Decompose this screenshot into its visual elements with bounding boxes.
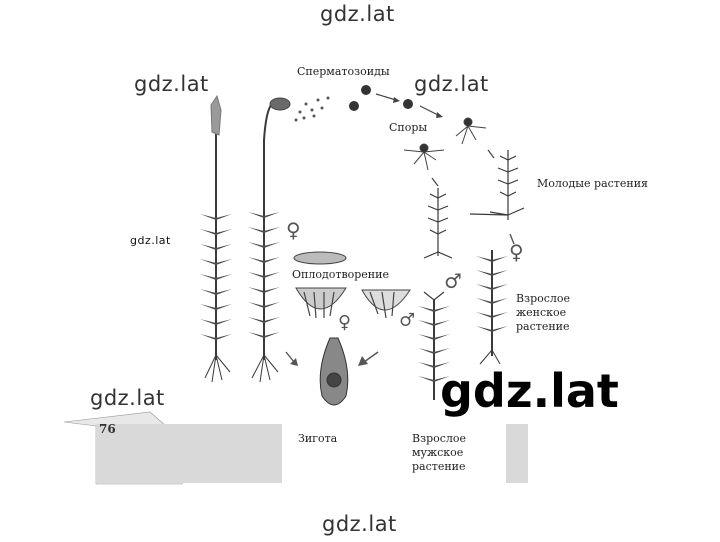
page-strip-white-left — [282, 424, 398, 483]
spore-cloud — [294, 96, 330, 122]
archegonia-cluster — [293, 251, 347, 319]
sporophyte-plant-left — [200, 94, 232, 383]
page-strip-gray — [96, 424, 282, 483]
label-adult-female: Взрослое женское растение — [516, 292, 571, 333]
male-symbol-fert: ♂ — [399, 310, 416, 331]
young-plants — [423, 150, 525, 259]
sporophyte-plant-right — [248, 97, 291, 383]
page-number: 76 — [99, 422, 116, 436]
page-strip-white-right — [398, 424, 506, 483]
female-symbol-right: ♀ — [509, 240, 524, 264]
adult-female-plant — [476, 250, 508, 365]
watermark-left: gdz.lat — [134, 72, 209, 96]
label-fertilization: Оплодотворение — [292, 268, 389, 281]
page-strip-gray-right — [506, 424, 528, 483]
cycle-arrows — [285, 233, 515, 366]
label-spores: Споры — [389, 121, 428, 134]
watermark-bottom-left: gdz.lat — [90, 386, 165, 410]
female-symbol-fert: ♀ — [338, 312, 352, 333]
label-adult-male: Взрослое мужское растение — [412, 432, 467, 473]
label-sperm: Сперматозоиды — [297, 65, 390, 78]
male-symbol: ♂ — [444, 269, 462, 293]
watermark-top: gdz.lat — [320, 2, 395, 26]
watermark-large: gdz.lat — [440, 364, 619, 418]
zygote-archegonium — [319, 337, 349, 406]
female-symbol-left: ♀ — [286, 218, 301, 242]
spore-sequence — [349, 85, 443, 118]
antheridia-cluster — [361, 289, 411, 319]
watermark-mid: gdz.lat — [414, 72, 489, 96]
label-young-plants: Молодые растения — [537, 177, 648, 190]
adult-male-plant — [418, 291, 450, 400]
protonema — [403, 117, 495, 187]
watermark-bottom: gdz.lat — [322, 512, 397, 536]
watermark-small: gdz.lat — [130, 234, 171, 247]
label-zygote: Зигота — [298, 432, 338, 445]
